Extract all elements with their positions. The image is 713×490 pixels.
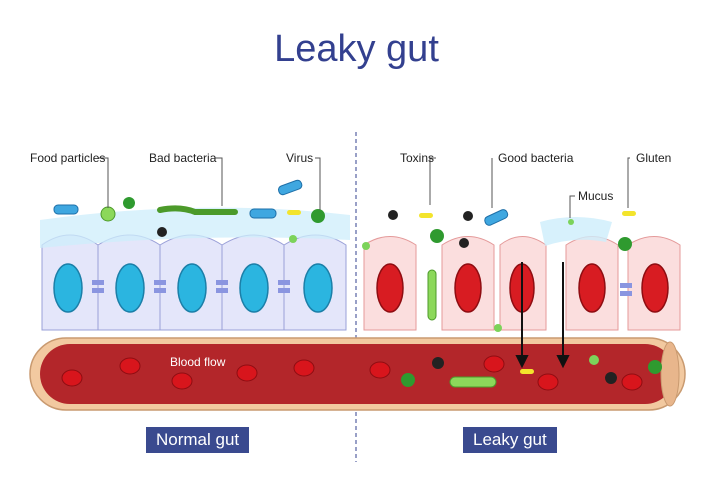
label-food-particles: Food particles [30, 151, 106, 165]
leader-lines [98, 157, 630, 218]
blood-contaminants [401, 355, 662, 388]
label-mucus: Mucus [578, 189, 614, 203]
page-title: Leaky gut [274, 28, 439, 70]
label-toxins: Toxins [400, 151, 435, 165]
label-bad-bacteria: Bad bacteria [149, 151, 217, 165]
caption-leaky-gut: Leaky gut [463, 427, 557, 453]
leak-arrows [515, 262, 570, 369]
label-virus: Virus [286, 151, 314, 165]
tight-junctions [92, 280, 290, 293]
normal-nuclei [53, 263, 333, 313]
normal-cells [40, 207, 350, 331]
caption-normal-gut: Normal gut [146, 427, 250, 453]
label-good-bacteria: Good bacteria [498, 151, 574, 165]
lumen-particles [53, 179, 636, 332]
label-gluten: Gluten [636, 151, 672, 165]
leaky-mucus [540, 217, 612, 246]
red-blood-cells [61, 355, 643, 391]
leaky-cells [363, 217, 681, 331]
label-blood-flow: Blood flow [170, 355, 226, 369]
